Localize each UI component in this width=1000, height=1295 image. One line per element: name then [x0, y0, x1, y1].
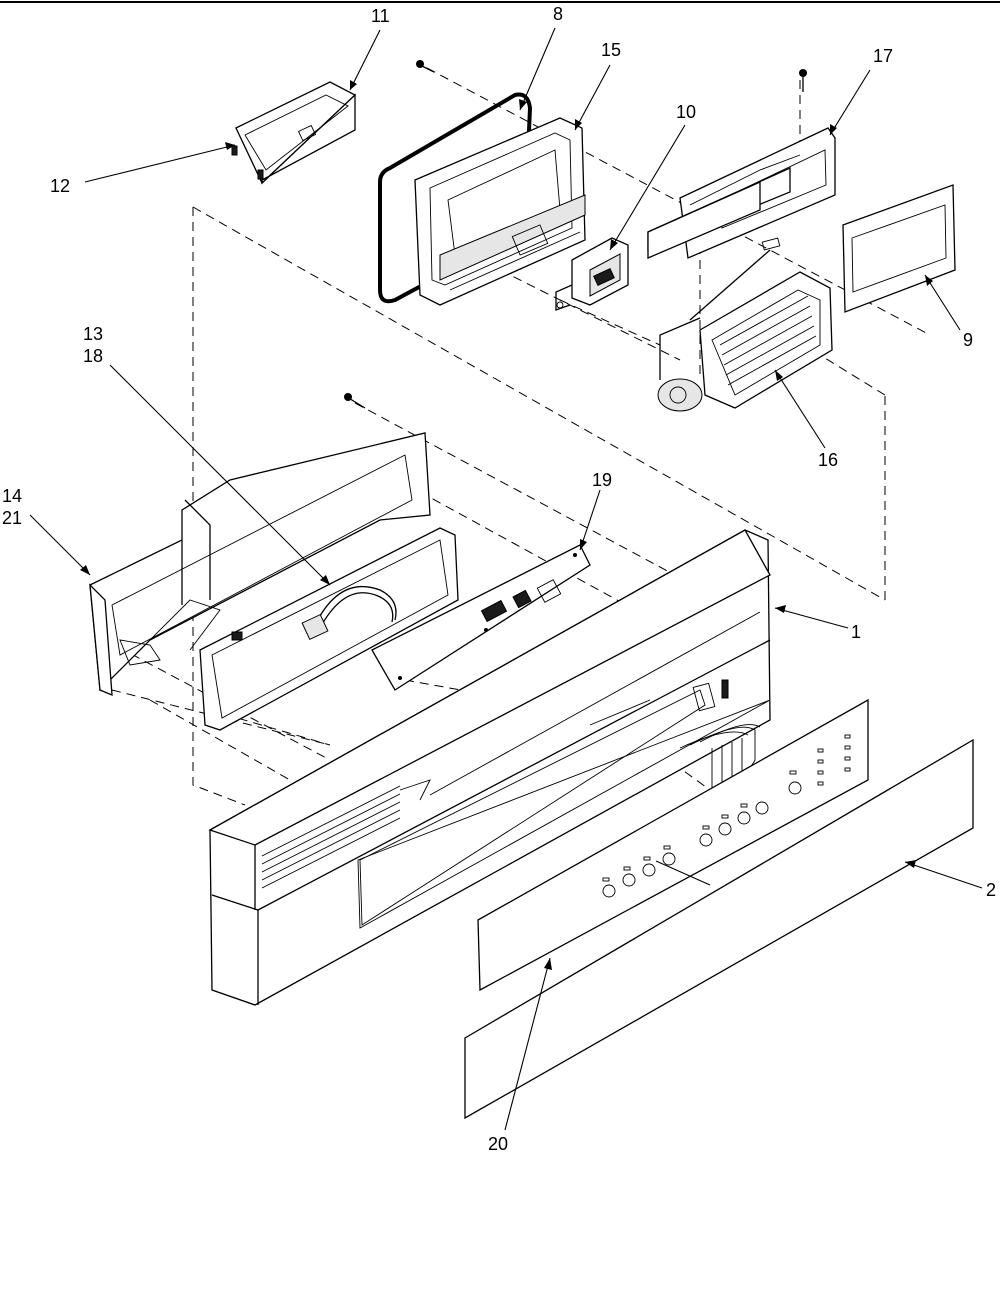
screw-top-left	[416, 60, 435, 73]
panel-buttons	[602, 734, 851, 898]
part-panel-behind-17	[647, 166, 791, 259]
part-plate-9	[842, 184, 956, 313]
callout-20: 18	[83, 346, 103, 366]
callout-12: 12	[50, 176, 70, 196]
callout-11: 11	[371, 6, 390, 26]
callout-9: 9	[963, 330, 973, 350]
screw-right	[799, 69, 807, 92]
part-housing-14-21	[89, 432, 431, 697]
part-blower-16	[657, 237, 833, 412]
part-switch-10	[555, 237, 629, 311]
callout-18: 20	[488, 1134, 508, 1154]
part-cover-11-12	[231, 81, 357, 185]
screw-housing	[344, 393, 366, 409]
part-panel-overlay-2	[477, 698, 869, 992]
part-label-18	[464, 738, 974, 1120]
callout-2: 2	[986, 880, 996, 900]
callout-labels: 11 8 15 10 17 12 9 16 13 18 14 21 19 1 2…	[2, 4, 996, 1154]
ribbon-cable	[679, 724, 761, 791]
callout-19: 19	[592, 470, 612, 490]
callout-15: 15	[601, 40, 621, 60]
part-frame-15	[414, 117, 586, 306]
callout-8: 8	[553, 4, 563, 24]
assembly-guide-lines	[104, 67, 931, 806]
part-inner-panel-13-20	[199, 527, 459, 731]
part-board-19	[371, 544, 591, 691]
callout-21: 21	[2, 508, 22, 528]
callout-10: 10	[676, 102, 696, 122]
leader-lines	[29, 27, 983, 1131]
callout-16: 16	[818, 450, 838, 470]
callout-13: 13	[83, 324, 103, 344]
callout-14: 14	[2, 486, 22, 506]
callout-1: 1	[851, 622, 861, 642]
callout-17: 17	[873, 46, 893, 66]
part-console-1	[208, 529, 771, 1006]
